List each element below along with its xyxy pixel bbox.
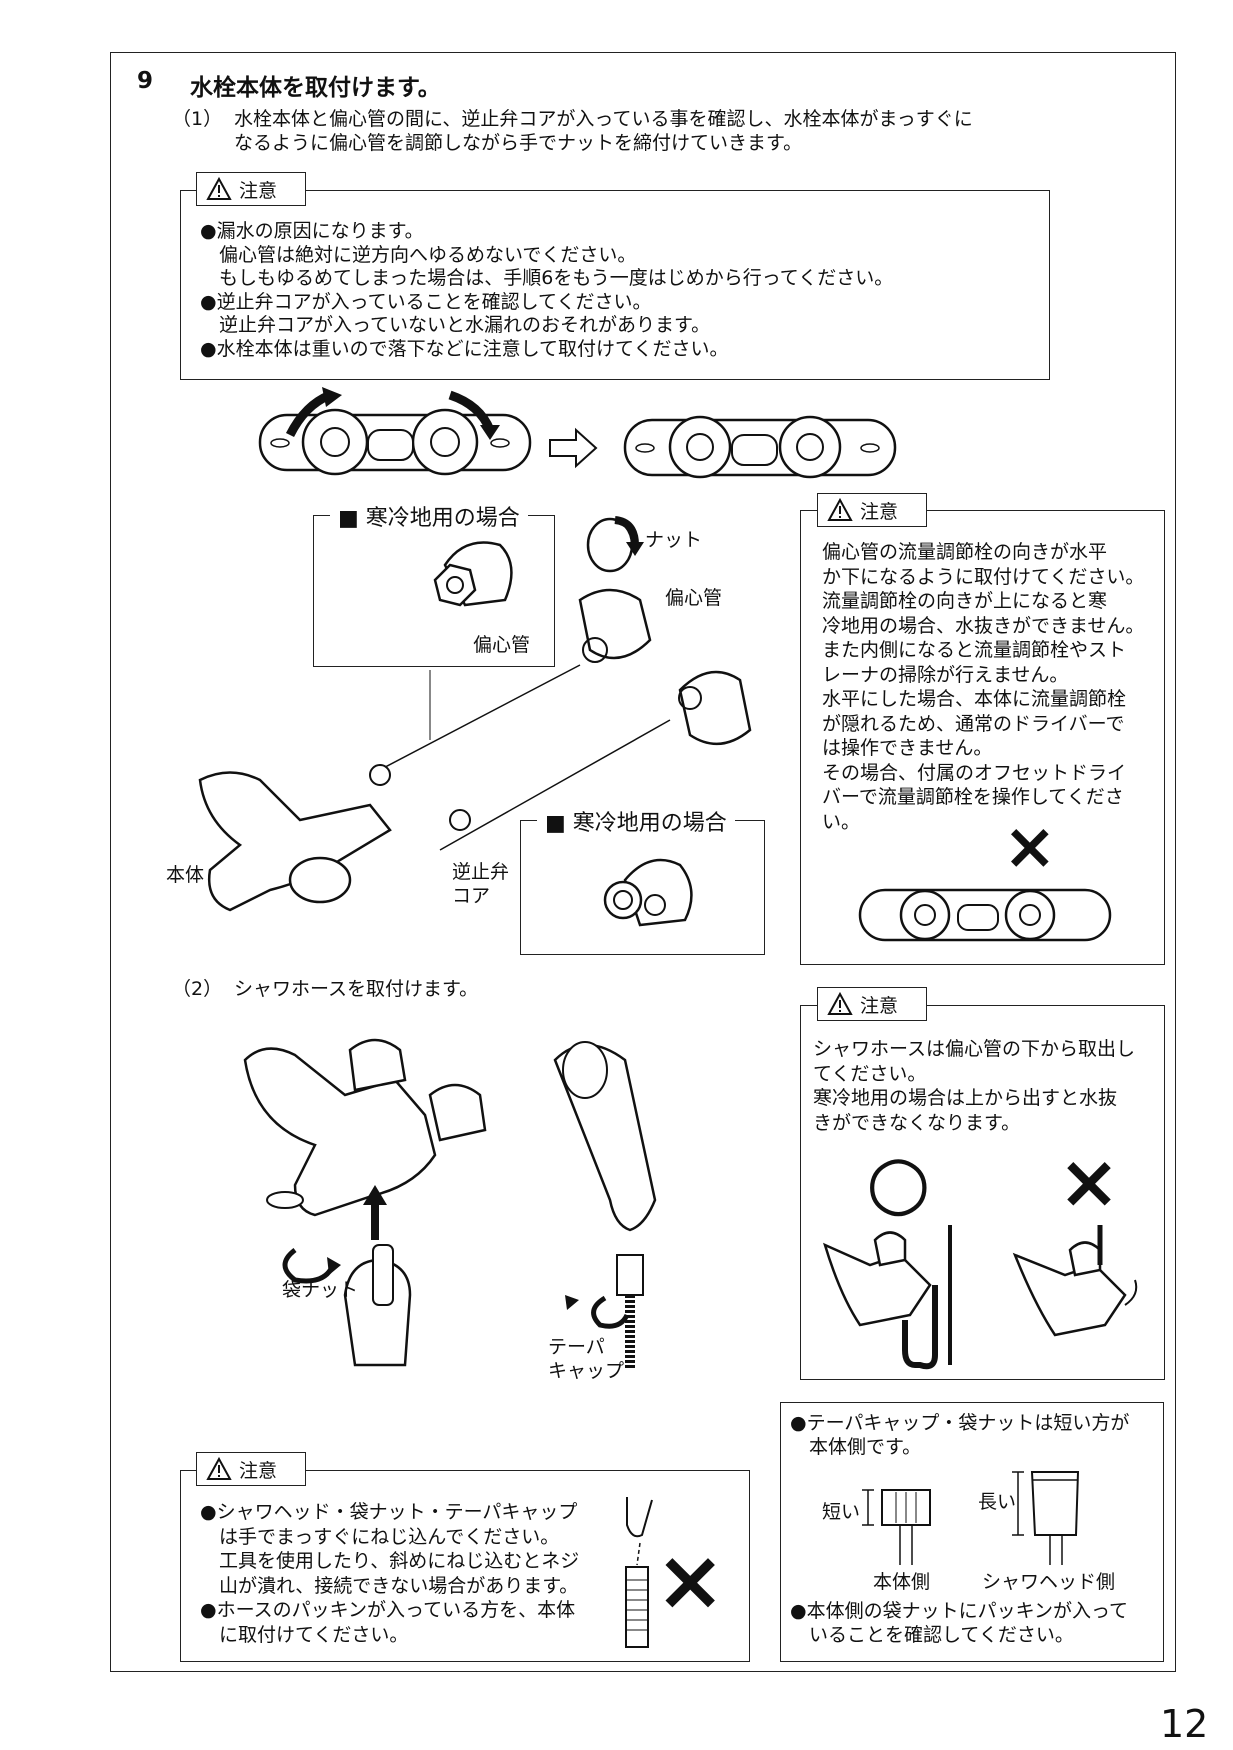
head-side-label: シャワヘッド側 xyxy=(982,1571,1116,1593)
cold-region-box-1 xyxy=(313,515,555,667)
eccentric-pipe-label-2: 偏心管 xyxy=(665,587,723,609)
caution-label-4: 注意 xyxy=(239,1459,278,1482)
caution2-text: 偏心管の流量調節栓の向きが水平 か下になるように取付けてください。 流量調節栓の… xyxy=(822,541,1145,833)
caution-label-3: 注意 xyxy=(860,994,899,1017)
long-label: 長い xyxy=(978,1491,1017,1513)
page-number: 12 xyxy=(1160,1702,1209,1746)
wrong-hose-illustration xyxy=(1012,1225,1138,1337)
note-bottom-text: ●本体側の袋ナットにパッキンが入って いることを確認してください。 xyxy=(790,1600,1129,1646)
taper-cap-label: テーパ キャップ xyxy=(548,1336,625,1382)
hose-angle-illustration xyxy=(625,1497,653,1648)
cold-pipe-illustration-2 xyxy=(603,858,693,927)
ok-mark: ○ xyxy=(866,1139,931,1225)
caution3-text: シャワホースは偏心管の下から取出し てください。 寒冷地用の場合は上から出すと水… xyxy=(813,1038,1136,1134)
cold-region-title-1: ■ 寒冷地用の場合 xyxy=(330,500,528,532)
faucet-ng-illustration xyxy=(858,888,1112,942)
warning-icon xyxy=(206,1456,232,1480)
nut-label: ナット xyxy=(645,529,703,551)
caution-tag-4: 注意 xyxy=(196,1452,306,1486)
sub2-text: シャワホースを取付けます。 xyxy=(234,978,479,1000)
bag-nut-label: 袋ナット xyxy=(282,1279,359,1301)
caution-label-2: 注意 xyxy=(860,500,899,523)
body-label: 本体 xyxy=(166,864,205,886)
caution-tag-3: 注意 xyxy=(817,987,927,1021)
correct-hose-illustration xyxy=(823,1225,952,1370)
sub1-marker: （1） xyxy=(172,108,223,130)
caution1-text: ●漏水の原因になります。 偏心管は絶対に逆方向へゆるめないでください。 もしもゆ… xyxy=(200,220,894,360)
caution-label-1: 注意 xyxy=(239,179,278,202)
warning-icon xyxy=(827,497,853,521)
caution-tag-1: 注意 xyxy=(196,172,306,206)
faucet-hose-illustration xyxy=(243,1038,487,1367)
shower-head-illustration xyxy=(553,1041,657,1370)
warning-icon xyxy=(206,176,232,200)
nut-illustration xyxy=(586,516,644,573)
ng-mark-3: × xyxy=(655,1531,726,1629)
body-side-label: 本体側 xyxy=(873,1571,931,1593)
step-title: 水栓本体を取付けます。 xyxy=(190,75,441,101)
cold-region-title-2: ■ 寒冷地用の場合 xyxy=(537,805,735,837)
right-arrow-icon xyxy=(549,427,598,469)
eccentric-pipe-label-1: 偏心管 xyxy=(473,634,531,656)
faucet-before-illustration xyxy=(258,387,532,476)
warning-icon xyxy=(827,991,853,1015)
page-frame xyxy=(110,52,1176,1672)
cold-pipe-illustration-1 xyxy=(433,541,513,607)
caution-box-4 xyxy=(180,1470,750,1662)
ng-mark-2: × xyxy=(1058,1139,1121,1225)
nut-comparison-illustration xyxy=(862,1471,1080,1565)
short-label: 短い xyxy=(822,1501,861,1523)
check-valve-label: 逆止弁 コア xyxy=(452,861,510,907)
note-top-text: ●テーパキャップ・袋ナットは短い方が 本体側です。 xyxy=(790,1412,1130,1458)
sub2-marker: （2） xyxy=(172,978,223,1000)
step-number: 9 xyxy=(137,68,154,94)
faucet-assembly-illustration xyxy=(198,588,752,912)
faucet-after-illustration xyxy=(623,415,897,479)
note-box xyxy=(780,1402,1164,1662)
caution4-text: ●シャワヘッド・袋ナット・テーパキャップ は手でまっすぐにねじ込んでください。 … xyxy=(200,1501,580,1646)
caution-box-1 xyxy=(180,190,1050,380)
caution-tag-2: 注意 xyxy=(817,493,927,527)
sub1-text: 水栓本体と偏心管の間に、逆止弁コアが入っている事を確認し、水栓本体がまっすぐに … xyxy=(234,108,973,154)
ng-mark-1: × xyxy=(1003,810,1057,884)
